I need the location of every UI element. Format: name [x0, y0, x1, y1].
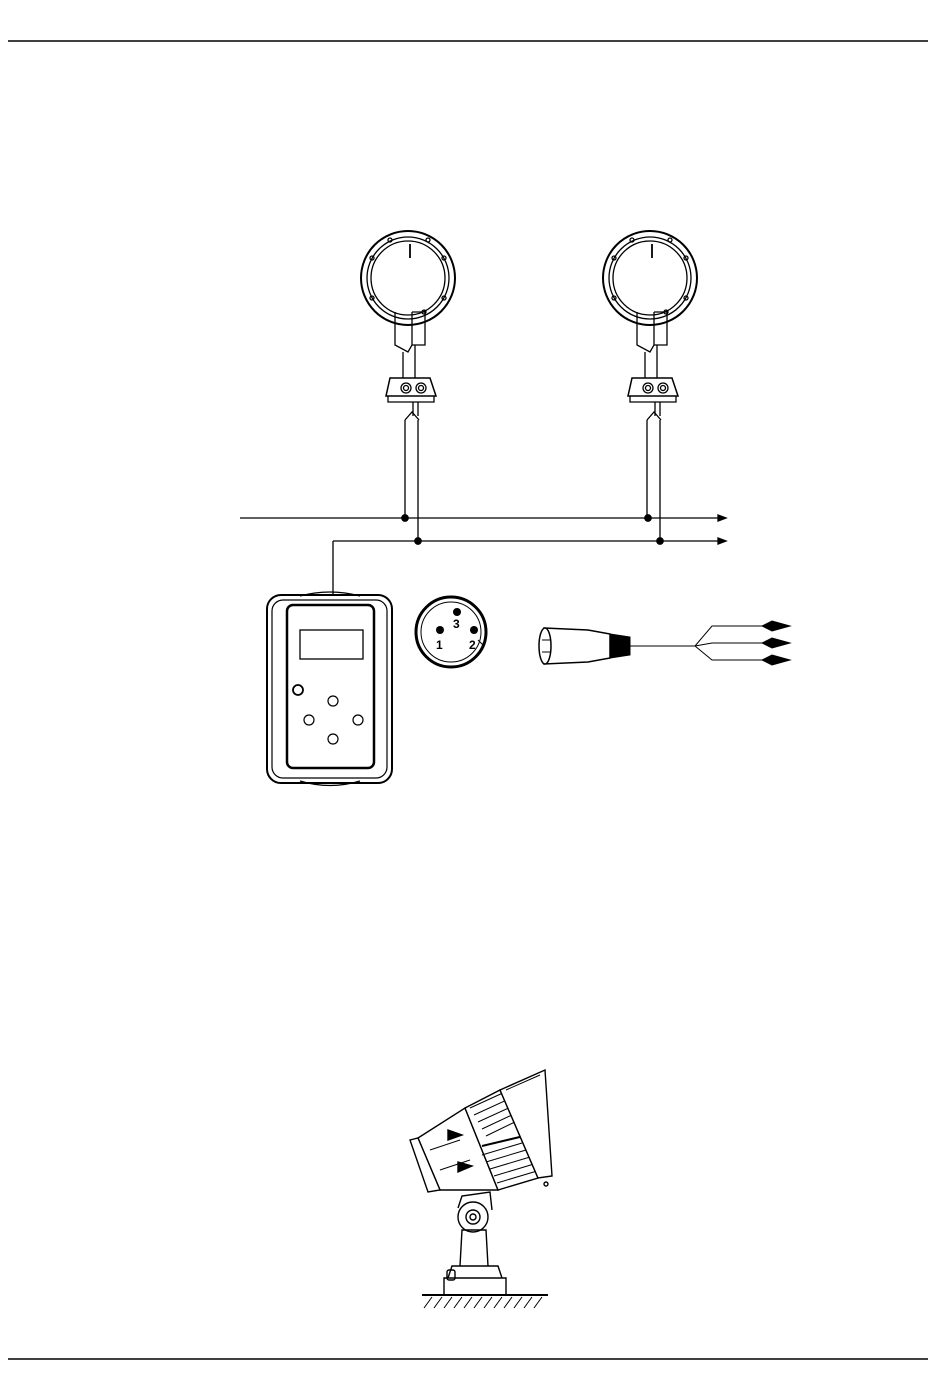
xlr-plug-icon: [539, 628, 695, 664]
xlr-socket-icon: 3 1 2: [416, 597, 486, 667]
pin-label-3: 3: [453, 617, 460, 631]
pin-label-2: 2: [469, 638, 476, 652]
dmx-bus: [240, 515, 726, 595]
spotlight-side-icon: [410, 1070, 552, 1308]
spotlight-front-icon: [361, 231, 455, 541]
dmx-controller-icon: [267, 592, 392, 786]
wire-tips-icon: [695, 621, 790, 665]
pin-label-1: 1: [436, 638, 443, 652]
spotlight-front-icon: [603, 231, 697, 541]
